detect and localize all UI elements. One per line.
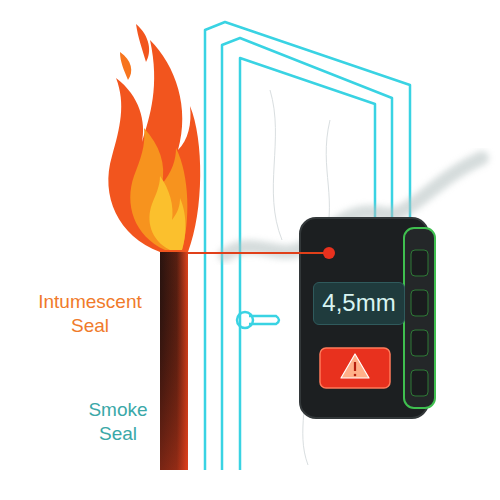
door-handle xyxy=(237,312,279,328)
laser-emitter xyxy=(323,247,335,259)
seal-label: Smoke Seal xyxy=(80,398,156,446)
gauge-display: 4,5mm xyxy=(313,282,404,325)
seal-strip xyxy=(160,238,188,470)
seal-glow xyxy=(160,238,188,470)
gauge-device xyxy=(300,218,435,418)
flame xyxy=(108,24,200,252)
display-value: 4,5mm xyxy=(322,289,395,318)
seal-label: Intumescent Seal xyxy=(24,290,156,338)
laser-beam xyxy=(188,252,324,254)
